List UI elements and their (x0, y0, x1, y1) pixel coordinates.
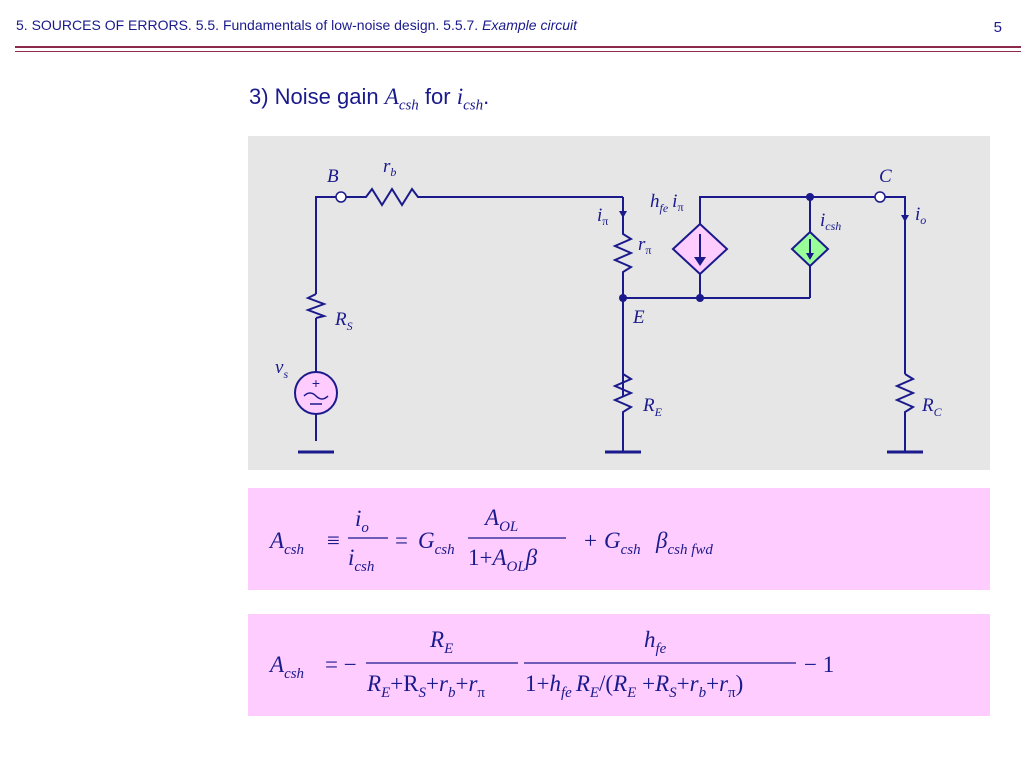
arrow-hfe-head (694, 257, 706, 266)
eq1-aol-den: 1+AOLβ (468, 545, 538, 575)
eq1-equiv: ≡ (327, 528, 340, 553)
arrow-ipi-head (619, 211, 627, 218)
label-node-c: C (879, 166, 892, 187)
label-rpi: rπ (638, 234, 651, 257)
wire-c-rc (885, 196, 906, 374)
terminal-c (874, 191, 886, 203)
slide-title: 3) Noise gain Acsh for icsh. (249, 84, 489, 115)
breadcrumb-path: 5. SOURCES OF ERRORS. 5.5. Fundamentals … (16, 17, 479, 33)
resistor-rc (894, 373, 916, 451)
junction-top (806, 193, 814, 201)
header-breadcrumb: 5. SOURCES OF ERRORS. 5.5. Fundamentals … (16, 17, 577, 33)
header-rule-thin (15, 51, 1021, 52)
eq2-den1: RE+RS+rb+rπ (366, 671, 485, 701)
voltage-source-vs (294, 371, 338, 415)
equation-1: Acsh ≡ io icsh = Gcsh AOL 1+AOLβ + Gcsh … (268, 505, 713, 575)
title-prefix: 3) Noise gain (249, 84, 385, 109)
label-icsh: icsh (820, 210, 841, 233)
title-gain-symbol: Acsh (384, 84, 419, 114)
resistor-re (612, 373, 634, 451)
label-node-e: E (632, 307, 645, 328)
label-ipi: iπ (597, 205, 608, 228)
label-node-b: B (327, 166, 339, 187)
arrow-io-head (901, 215, 909, 222)
label-rs: RS (334, 309, 353, 333)
eq2-equals-minus: = − (325, 652, 357, 677)
wire-hfe-top (699, 196, 810, 224)
label-rb: rb (383, 156, 396, 179)
eq2-lhs: Acsh (268, 652, 304, 682)
terminal-b (335, 191, 347, 203)
vs-wave-icon (303, 392, 329, 400)
eq2-minus-one: − 1 (804, 652, 834, 677)
eq1-num: io (355, 506, 369, 536)
equation-box-1: Acsh ≡ io icsh = Gcsh AOL 1+AOLβ + Gcsh … (248, 488, 990, 590)
eq1-beta: βcsh fwd (655, 528, 713, 558)
eq1-g2: Gcsh (604, 528, 641, 558)
header-rule-thick (15, 46, 1021, 48)
resistor-rs (305, 293, 328, 319)
junction-hfe (696, 294, 704, 302)
label-re: RE (642, 395, 663, 419)
eq1-den: icsh (348, 545, 374, 575)
label-vs: vs (275, 357, 288, 381)
page-number: 5 (993, 19, 1002, 36)
resistor-rb (346, 187, 623, 207)
title-middle: for (418, 84, 457, 109)
eq1-g: Gcsh (418, 528, 455, 558)
eq1-plus: + (584, 528, 597, 553)
circuit-wires (298, 187, 923, 454)
eq2-num1: RE (429, 627, 453, 657)
breadcrumb-section: Example circuit (482, 17, 578, 33)
eq1-lhs: Acsh (268, 528, 304, 558)
resistor-rpi (612, 197, 634, 396)
label-io: io (915, 204, 926, 227)
vs-plus-sign: + (312, 375, 320, 391)
eq1-aol-num: AOL (483, 505, 518, 535)
wire-rs-b (315, 196, 336, 294)
junction-emitter (619, 294, 627, 302)
eq1-equals: = (395, 528, 408, 553)
title-current-symbol: icsh (456, 84, 484, 114)
arrow-icsh-head (806, 253, 814, 260)
eq2-num2: hfe (644, 627, 667, 657)
title-suffix: . (483, 84, 490, 109)
label-rc: RC (921, 395, 943, 419)
